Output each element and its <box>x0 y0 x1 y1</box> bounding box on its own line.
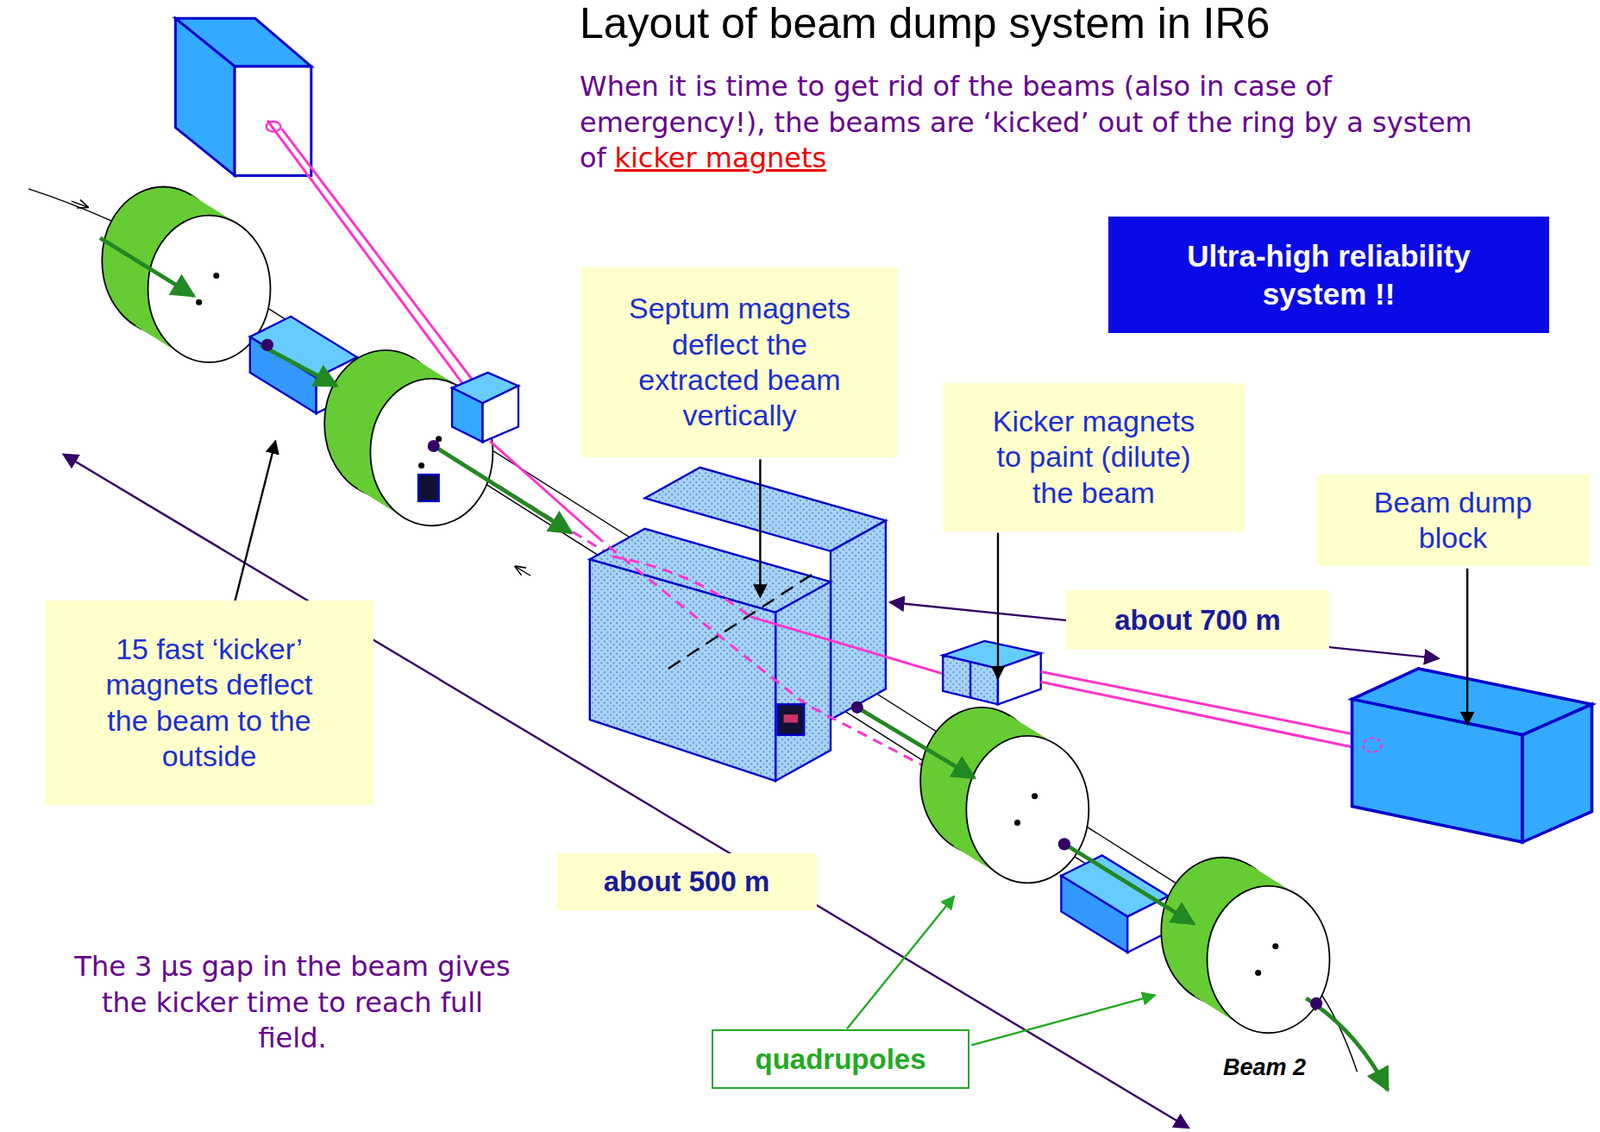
node-text: Kicker magnets to paint (dilute) the bea… <box>981 403 1206 511</box>
explanation-text: When it is time to get rid of the beams … <box>579 69 1512 177</box>
node-text: Septum magnets deflect the extracted bea… <box>615 290 864 434</box>
node-text: about 500 m <box>603 864 771 899</box>
highlight-box: Ultra-high reliability system !! <box>1108 216 1550 333</box>
callout-box: Kicker magnets to paint (dilute) the bea… <box>942 382 1245 532</box>
callout-box: quadrupoles <box>711 1029 970 1089</box>
node-text: about 700 m <box>1114 602 1281 638</box>
node-text: Beam dump block <box>1359 484 1547 557</box>
callout-box: Beam dump block <box>1316 474 1590 566</box>
beam-label: Beam 2 <box>1223 1054 1306 1081</box>
node-text: Ultra-high reliability system !! <box>1142 237 1515 314</box>
dimension-label: about 500 m <box>556 853 817 910</box>
node-text: quadrupoles <box>754 1041 926 1077</box>
dimension-label: about 700 m <box>1066 589 1330 650</box>
note-text: The 3 μs gap in the beam gives the kicke… <box>72 948 513 1057</box>
callout-box: 15 fast ‘kicker’ magnets deflect the bea… <box>44 600 374 805</box>
callout-box: Septum magnets deflect the extracted bea… <box>581 267 898 458</box>
link-text: kicker magnets <box>614 141 827 175</box>
node-text: 15 fast ‘kicker’ magnets deflect the bea… <box>89 631 329 775</box>
diagram-title: Layout of beam dump system in IR6 <box>579 1 1270 45</box>
